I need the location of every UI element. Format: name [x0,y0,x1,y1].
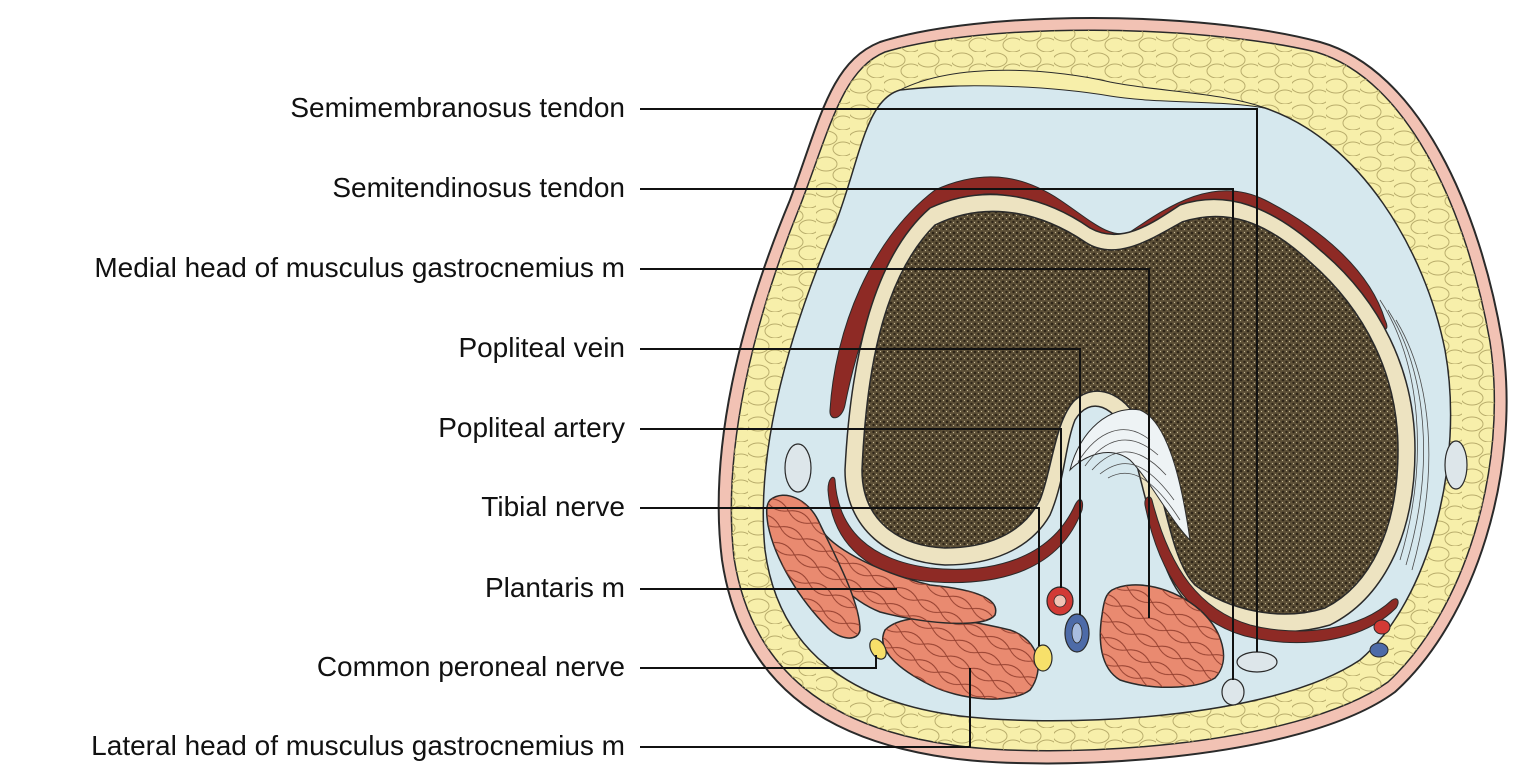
label-semimembranosus-tendon: Semimembranosus tendon [290,92,625,123]
fascial-band-top [899,69,1266,109]
label-tibial-nerve: Tibial nerve [481,491,625,522]
vein-lumen [1071,622,1083,644]
cruciate-ligaments [1069,408,1191,542]
ligament-fibers [1077,429,1181,521]
leader-popliteal-vein [640,348,1081,615]
label-popliteal-vein: Popliteal vein [458,332,625,363]
posterior-capsule-lateral [827,476,1083,584]
small-medial-vein [1369,642,1389,658]
medial-collateral-fibers [1379,299,1430,571]
label-lateral-gastrocnemius: Lateral head of musculus gastrocnemius m [91,730,625,761]
leader-lines [640,108,1258,748]
label-plantaris: Plantaris m [484,572,625,603]
leader-common-peroneal [640,655,877,669]
leader-medial-gastrocnemius [640,268,1150,618]
posterior-capsule-medial [1144,496,1399,644]
small-medial-artery [1373,619,1391,635]
medial-tendon-oval [1444,440,1468,490]
tibial-nerve-structure [1033,644,1053,672]
muscle-texture [816,529,996,624]
semitendinosus-tendon-structure [1221,678,1245,706]
label-semitendinosus-tendon: Semitendinosus tendon [332,172,625,203]
semimembranosus-tendon-structure [1236,651,1278,673]
leader-semitendinosus [640,188,1234,680]
leader-tibial-nerve [640,507,1040,646]
common-peroneal-nerve-structure [869,638,887,660]
leader-semimembranosus [640,108,1258,652]
label-medial-gastrocnemius: Medial head of musculus gastrocnemius m [94,252,625,283]
femur-condyles [861,210,1399,615]
muscle-texture [766,495,860,639]
label-popliteal-artery: Popliteal artery [438,412,625,443]
label-common-peroneal-nerve: Common peroneal nerve [316,651,625,682]
lateral-tendon-oval [784,443,812,493]
muscle-texture [1100,584,1224,688]
leader-lateral-gastrocnemius [640,668,971,748]
artery-lumen [1053,594,1067,608]
leader-popliteal-artery [640,428,1062,588]
muscle-texture [882,617,1039,700]
